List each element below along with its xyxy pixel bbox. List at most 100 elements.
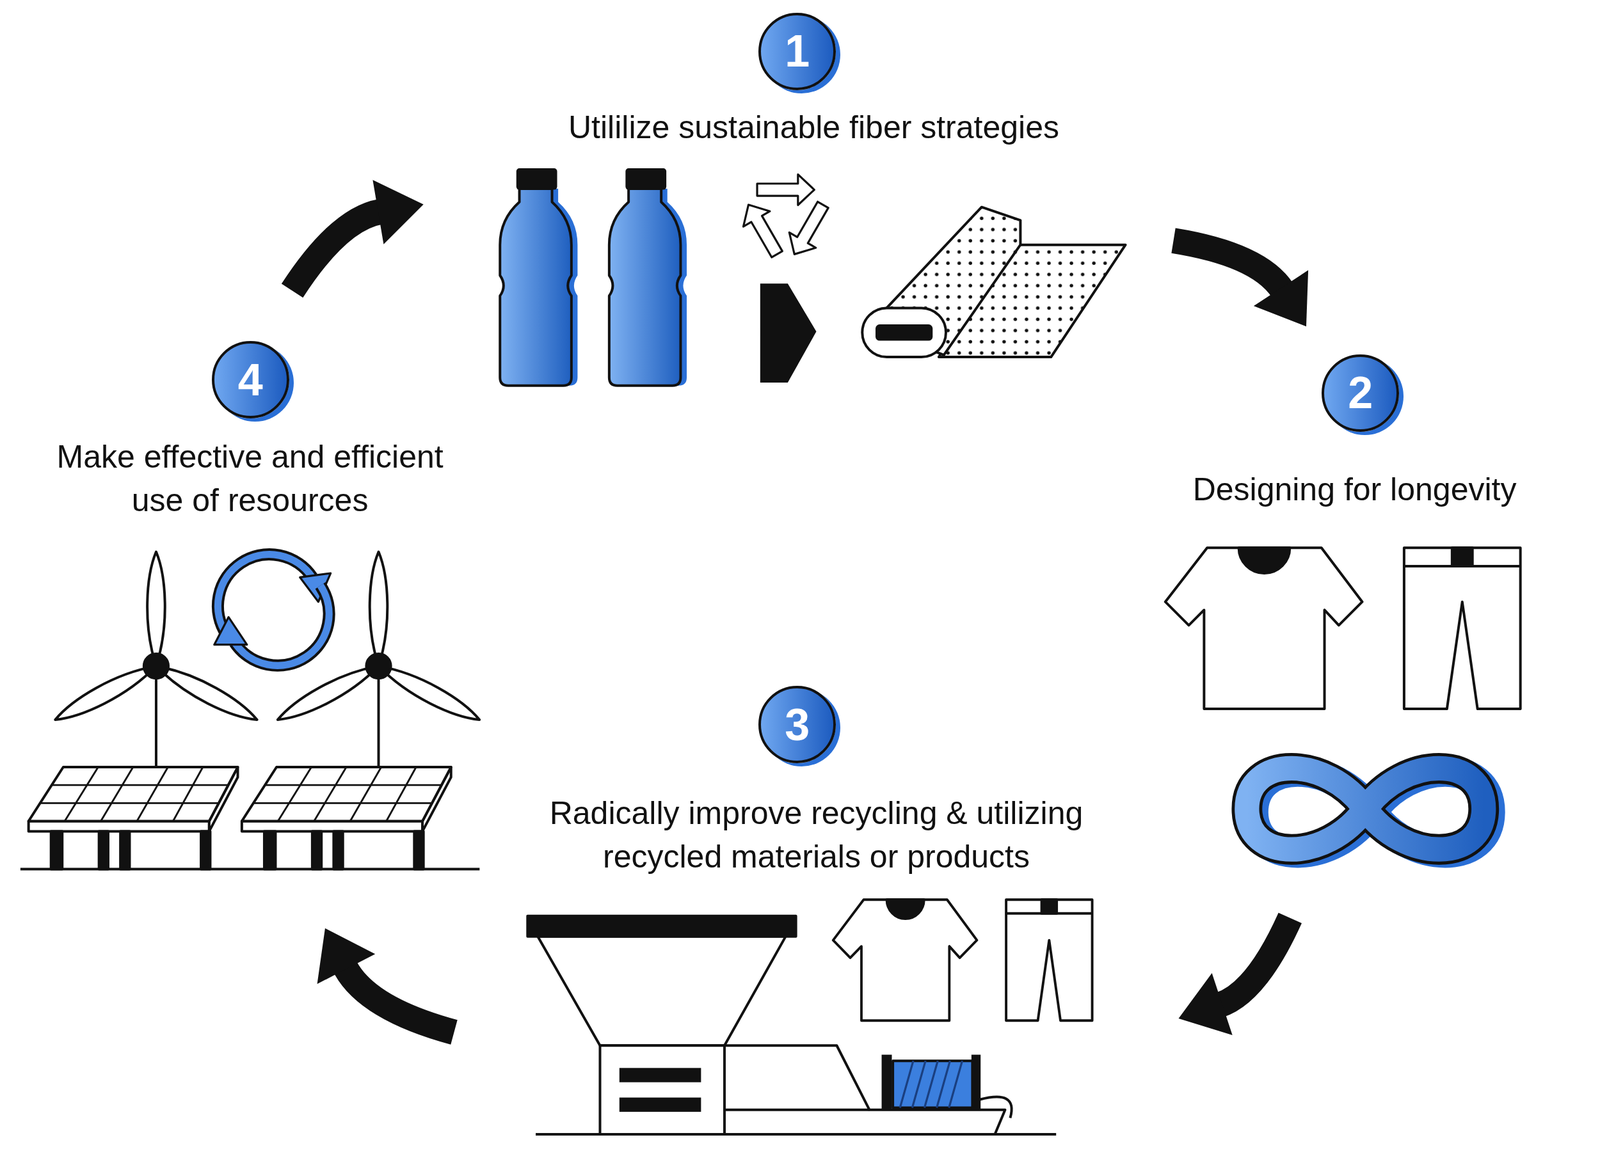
bottle-icon — [499, 168, 578, 386]
callout-number: 4 — [238, 357, 264, 403]
panel-grid-line — [40, 802, 219, 805]
solar-panel — [99, 831, 109, 870]
cycle-arrows — [234, 585, 329, 666]
recycle-symbol — [781, 197, 837, 262]
recycling-machine — [600, 1045, 726, 1135]
tshirt-icon — [833, 899, 978, 1021]
pants-icon — [1041, 899, 1058, 914]
recycling-machine — [881, 1055, 893, 1111]
step-group: 2Designing for longevity — [1153, 352, 1557, 888]
recycling-machine — [619, 1098, 702, 1113]
recycle-symbol — [735, 197, 791, 262]
tshirt-icon — [887, 899, 925, 920]
arrow-shaft — [1219, 918, 1291, 1006]
solar-panel — [28, 767, 239, 822]
recycling-machine — [912, 1061, 926, 1108]
pants-icon — [1404, 547, 1521, 710]
panel-grid-line — [253, 802, 432, 805]
callout-number-circle: 1 — [758, 12, 836, 91]
arrow-shaft — [292, 211, 381, 292]
tshirt-icon — [1165, 547, 1363, 710]
pants-icon — [1452, 547, 1473, 567]
callout-number: 1 — [784, 28, 810, 74]
panel-grid-line — [350, 767, 381, 822]
recycling-machine — [949, 1061, 963, 1108]
flow-arrow — [1173, 240, 1309, 327]
recycle-symbol — [735, 197, 791, 262]
recycling-machine — [537, 936, 786, 1047]
panel-grid-line — [51, 784, 229, 787]
infinity-symbol — [1246, 768, 1490, 854]
solar-panel — [333, 831, 343, 870]
step-title: Designing for longevity — [1153, 467, 1557, 512]
pants-icon — [1006, 899, 1093, 1021]
recycling-machine — [527, 916, 796, 937]
wind-turbine — [366, 654, 391, 679]
solar-panel — [241, 767, 452, 822]
solar-panel — [20, 867, 480, 871]
recycling-machine — [899, 1061, 914, 1108]
solar-panel — [40, 767, 442, 822]
cycle-arrows — [214, 554, 331, 667]
solar-panel — [414, 831, 424, 870]
infinity-symbol — [1246, 768, 1484, 850]
fabric-roll — [862, 207, 1126, 358]
arrow-head — [1178, 973, 1233, 1036]
panel-grid-line — [314, 767, 347, 822]
solar-panel — [264, 831, 276, 870]
process-arrow — [760, 283, 817, 383]
recycling-machine — [535, 1133, 1056, 1136]
bottle-icon — [516, 168, 558, 190]
bottle-icon — [499, 188, 572, 386]
panel-grid-line — [64, 767, 98, 822]
bottle-icon — [609, 188, 681, 386]
arrow-head — [317, 928, 376, 985]
cycle-arrows — [214, 617, 248, 646]
tshirt-icon — [1239, 547, 1291, 574]
arrow-shaft — [1173, 240, 1283, 291]
step-group: 1Utililize sustainable fiber strategies — [494, 30, 1133, 393]
panel-grid-line — [386, 767, 417, 822]
arrow-head — [1253, 270, 1309, 327]
solar-panel — [312, 831, 322, 870]
wind-turbine — [147, 552, 166, 667]
step-group: 3Radically improve recycling & utilizing… — [515, 683, 1118, 1143]
recycling-machine — [979, 1097, 1012, 1119]
flow-arrow — [317, 928, 455, 1033]
panel-grid-line — [172, 767, 203, 822]
step-group: 4Make effective and efficient use of res… — [15, 336, 485, 878]
arrow-shaft — [344, 967, 454, 1033]
recycling-machine — [724, 1109, 870, 1112]
flow-arrow — [1178, 918, 1291, 1036]
panel-grid-line — [264, 784, 442, 787]
callout-number-circle: 2 — [1321, 354, 1400, 432]
recycling-machine — [619, 1068, 702, 1083]
panel-grid-line — [101, 767, 134, 822]
solar-panel — [120, 831, 130, 870]
wind-turbine — [273, 552, 484, 729]
panel-grid-line — [277, 767, 312, 822]
recycle-symbol — [757, 174, 815, 206]
recycling-machine — [971, 1055, 981, 1111]
recycling-machine — [899, 1061, 962, 1108]
callout-number: 3 — [784, 702, 810, 748]
panel-grid-line — [136, 767, 168, 822]
recycling-machine — [527, 916, 1056, 1135]
cycle-arrows — [234, 585, 329, 666]
pants-icon — [1404, 547, 1521, 710]
wind-turbine — [144, 654, 169, 679]
arrow-head — [372, 179, 424, 245]
bottle-icon — [609, 168, 687, 386]
pants-icon — [1006, 899, 1093, 1021]
infinity-symbol — [1246, 768, 1484, 850]
wind-turbine — [51, 552, 484, 773]
recycling-machine — [924, 1061, 939, 1108]
wind-turbine — [154, 666, 158, 773]
step-title: Make effective and efficient use of reso… — [46, 435, 455, 523]
bottle-icon — [625, 168, 667, 190]
wind-turbine — [369, 552, 388, 667]
solar-panel — [51, 831, 63, 870]
solar-panel — [28, 821, 210, 832]
recycling-machine — [936, 1061, 951, 1108]
